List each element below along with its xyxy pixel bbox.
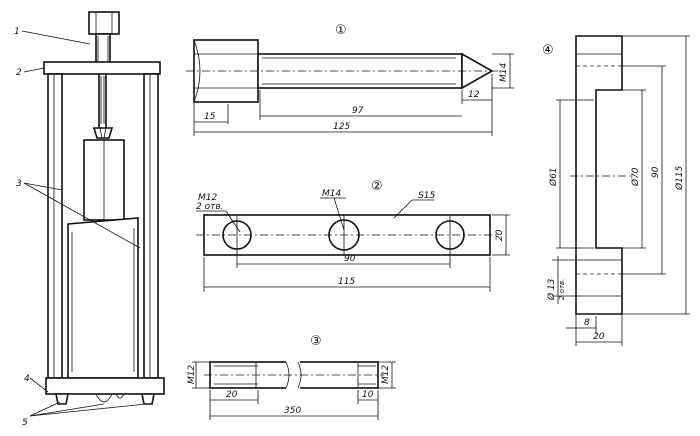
detail-2-number: ② — [371, 179, 383, 194]
plate-label-end-holes-note: 2 отв. — [196, 202, 224, 212]
disc-dim-holes: Ø 13 — [546, 278, 557, 301]
bolt-dim-thread: 97 — [352, 106, 364, 116]
callout-1: 1 — [14, 27, 20, 37]
disc-dim-holes-note: 2 отв. — [558, 279, 566, 300]
rod-dim-right-thread: 10 — [362, 390, 374, 400]
plate-label-center-hole: M14 — [322, 189, 341, 199]
callout-5: 5 — [22, 418, 28, 428]
disc-dim-h90: 90 — [651, 166, 661, 178]
disc-dim-step: 8 — [584, 318, 590, 328]
assembly-left-rod — [47, 73, 63, 379]
assembly-view: 1 2 3 4 5 — [14, 11, 165, 428]
disc-profile — [575, 35, 623, 315]
assembly-foot-right — [141, 393, 155, 405]
rod-dim-left-thread: 20 — [226, 390, 238, 400]
plate-label-material: S15 — [418, 191, 435, 201]
assembly-top-plate — [43, 61, 161, 75]
detail-3-number: ③ — [310, 334, 322, 349]
rod-dim-total: 350 — [284, 406, 301, 416]
bolt-dim-head: 15 — [204, 112, 216, 122]
assembly-bolt-head — [88, 11, 120, 35]
bolt-dim-thread-dia: M14 — [499, 63, 509, 82]
plate-dim-height: 20 — [495, 229, 505, 241]
assembly-sleeve — [67, 217, 139, 379]
disc-dim-d70: Ø70 — [630, 167, 641, 187]
detail-4-number: ④ — [542, 43, 554, 58]
plate-dim-length: 115 — [338, 277, 355, 287]
detail-4-disc: ④ Ø61 Ø70 90 Ø115 Ø 13 2 отв. — [542, 35, 690, 346]
rod-dim-left-dia: M12 — [187, 365, 197, 384]
plate-label-end-holes: M12 — [198, 193, 217, 203]
callout-4: 4 — [24, 374, 30, 384]
callout-2: 2 — [16, 68, 22, 78]
assembly-right-rod — [143, 73, 159, 379]
disc-dim-d115: Ø115 — [674, 165, 685, 191]
detail-3-rod: ③ M12 M12 20 10 350 — [187, 334, 396, 420]
assembly-foot-left — [55, 393, 69, 405]
callout-3: 3 — [16, 179, 22, 189]
detail-2-plate: ② M12 2 отв. M14 S15 90 115 20 — [196, 179, 510, 292]
bolt-dim-total: 125 — [333, 122, 350, 132]
rod-dim-right-dia: M12 — [381, 365, 391, 384]
assembly-bottom-plate — [45, 377, 165, 395]
detail-1-bolt: ① 15 97 125 12 M14 — [186, 23, 514, 136]
bolt-dim-tip: 12 — [468, 90, 480, 100]
plate-dim-spacing: 90 — [344, 254, 356, 264]
detail-1-number: ① — [335, 23, 347, 38]
disc-dim-width: 20 — [593, 332, 605, 342]
disc-dim-d61: Ø61 — [548, 167, 559, 187]
